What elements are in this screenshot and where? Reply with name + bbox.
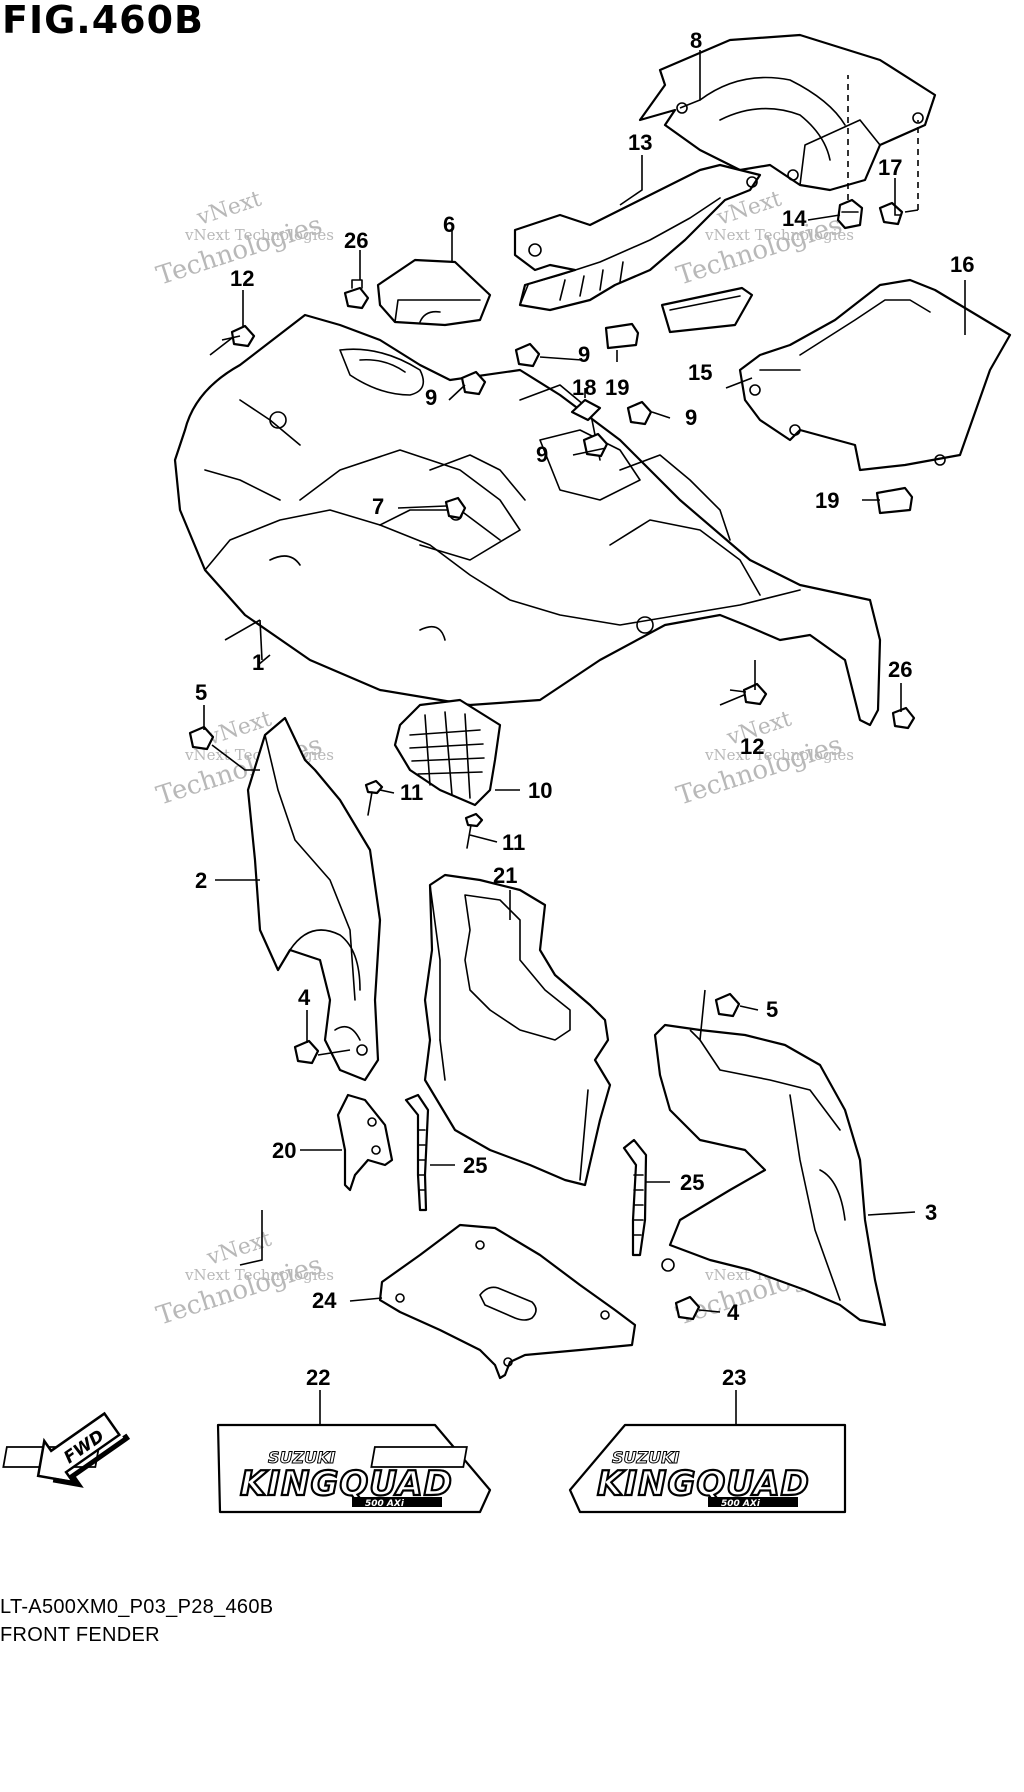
fastener-26-top bbox=[343, 279, 370, 310]
watermark-mid-right: vNext Technologies vNext Technologies bbox=[673, 707, 854, 812]
fastener-4-left bbox=[293, 1039, 320, 1065]
callout-9-c: 9 bbox=[685, 405, 697, 430]
callout-9-b: 9 bbox=[425, 385, 437, 410]
callout-12-right: 12 bbox=[740, 734, 764, 759]
part-3-inner-fender-right bbox=[653, 1023, 887, 1327]
part-13-panel bbox=[513, 163, 762, 312]
callout-19-right: 19 bbox=[815, 488, 839, 513]
svg-text:vNext: vNext bbox=[203, 1227, 275, 1272]
fastener-17 bbox=[878, 201, 904, 226]
decal-sub-bar bbox=[352, 1497, 442, 1507]
svg-text:vNext Technologies: vNext Technologies bbox=[704, 746, 854, 764]
decal-sub-text: 500 AXi bbox=[365, 1499, 405, 1509]
fastener-7 bbox=[444, 496, 467, 520]
callout-22: 22 bbox=[306, 1365, 330, 1390]
callout-10: 10 bbox=[528, 778, 552, 803]
part-6-lid bbox=[376, 258, 492, 327]
part-19-pad-right bbox=[875, 486, 914, 515]
callout-20: 20 bbox=[272, 1138, 296, 1163]
part-19-pad-upper bbox=[604, 322, 640, 350]
svg-text:vNext Technologies: vNext Technologies bbox=[184, 1266, 334, 1284]
callout-25-left: 25 bbox=[463, 1153, 487, 1178]
fastener-14 bbox=[836, 198, 864, 230]
callout-14: 14 bbox=[782, 206, 807, 231]
callout-26-right: 26 bbox=[888, 657, 912, 682]
fastener-5-right bbox=[714, 992, 741, 1018]
svg-text:vNext Technologies: vNext Technologies bbox=[184, 226, 334, 244]
callout-4-left: 4 bbox=[298, 985, 311, 1010]
screw-11-a bbox=[364, 779, 384, 816]
callout-11-a: 11 bbox=[400, 780, 423, 805]
decal-sub-text: 500 AXi bbox=[721, 1499, 761, 1509]
callout-18: 18 bbox=[572, 375, 596, 400]
callout-17: 17 bbox=[878, 155, 902, 180]
fastener-9-b bbox=[514, 342, 541, 368]
svg-text:vNext Technologies: vNext Technologies bbox=[704, 226, 854, 244]
callout-23: 23 bbox=[722, 1365, 746, 1390]
callout-numbers: 8 13 6 26 12 16 17 14 15 19 18 19 9 9 9 … bbox=[195, 28, 974, 1390]
callout-21: 21 bbox=[493, 863, 517, 888]
decal-brand-text: SUZUKI bbox=[268, 1448, 336, 1467]
callout-15: 15 bbox=[688, 360, 712, 385]
fastener-12-top bbox=[230, 324, 256, 348]
part-21-shield-plate bbox=[423, 873, 612, 1187]
figure-caption: FRONT FENDER bbox=[0, 1624, 160, 1646]
svg-text:vNext: vNext bbox=[193, 187, 265, 232]
fastener-9-a bbox=[460, 370, 487, 396]
callout-3: 3 bbox=[925, 1200, 937, 1225]
svg-text:Technologies: Technologies bbox=[153, 1250, 326, 1332]
watermark-low-left: vNext Technologies vNext Technologies bbox=[153, 1227, 334, 1332]
callout-25-right: 25 bbox=[680, 1170, 704, 1195]
fastener-9-c bbox=[626, 400, 653, 426]
part-25-cable-tie-right bbox=[622, 1138, 648, 1257]
callout-5-right: 5 bbox=[766, 997, 778, 1022]
part-8-front-cover bbox=[638, 33, 937, 192]
part-24-skid-plate bbox=[378, 1223, 637, 1380]
part-25-cable-tie-left bbox=[404, 1093, 430, 1212]
part-16-side-cover bbox=[738, 278, 1012, 472]
part-23-decal-right: SUZUKI KINGQUAD 500 AXi bbox=[370, 1423, 847, 1514]
callout-6: 6 bbox=[443, 212, 455, 237]
part-18-pad bbox=[570, 398, 602, 422]
fastener-4-right bbox=[674, 1295, 701, 1321]
callout-24: 24 bbox=[312, 1288, 337, 1313]
callout-2: 2 bbox=[195, 868, 207, 893]
callout-11-b: 11 bbox=[502, 830, 525, 855]
part-2-inner-fender-left bbox=[246, 716, 382, 1082]
part-10-grille bbox=[393, 698, 502, 807]
callout-9-d: 9 bbox=[536, 442, 548, 467]
callout-19-upper: 19 bbox=[605, 375, 629, 400]
part-20-bracket bbox=[336, 1093, 394, 1192]
callout-8: 8 bbox=[690, 28, 702, 53]
decal-sub-bar bbox=[708, 1497, 798, 1507]
figure-code: LT-A500XM0_P03_P28_460B bbox=[0, 1596, 274, 1618]
callout-13: 13 bbox=[628, 130, 652, 155]
fastener-5-left bbox=[188, 725, 215, 751]
decal-brand-text: SUZUKI bbox=[612, 1448, 680, 1467]
callout-12-top: 12 bbox=[230, 266, 254, 291]
callout-5-left: 5 bbox=[195, 680, 207, 705]
callout-16: 16 bbox=[950, 252, 974, 277]
part-15-reflector bbox=[660, 286, 754, 334]
screw-11-b bbox=[464, 812, 484, 849]
callout-1: 1 bbox=[252, 650, 264, 675]
decal-brand-frame bbox=[370, 1446, 468, 1468]
callout-26-top: 26 bbox=[344, 228, 368, 253]
figure-title: FIG.460B bbox=[2, 0, 205, 42]
leader-lines bbox=[203, 50, 966, 1425]
callout-9-a: 9 bbox=[578, 342, 590, 367]
fastener-26-right bbox=[891, 706, 916, 730]
callout-4-right: 4 bbox=[727, 1300, 740, 1325]
callout-7: 7 bbox=[372, 494, 384, 519]
